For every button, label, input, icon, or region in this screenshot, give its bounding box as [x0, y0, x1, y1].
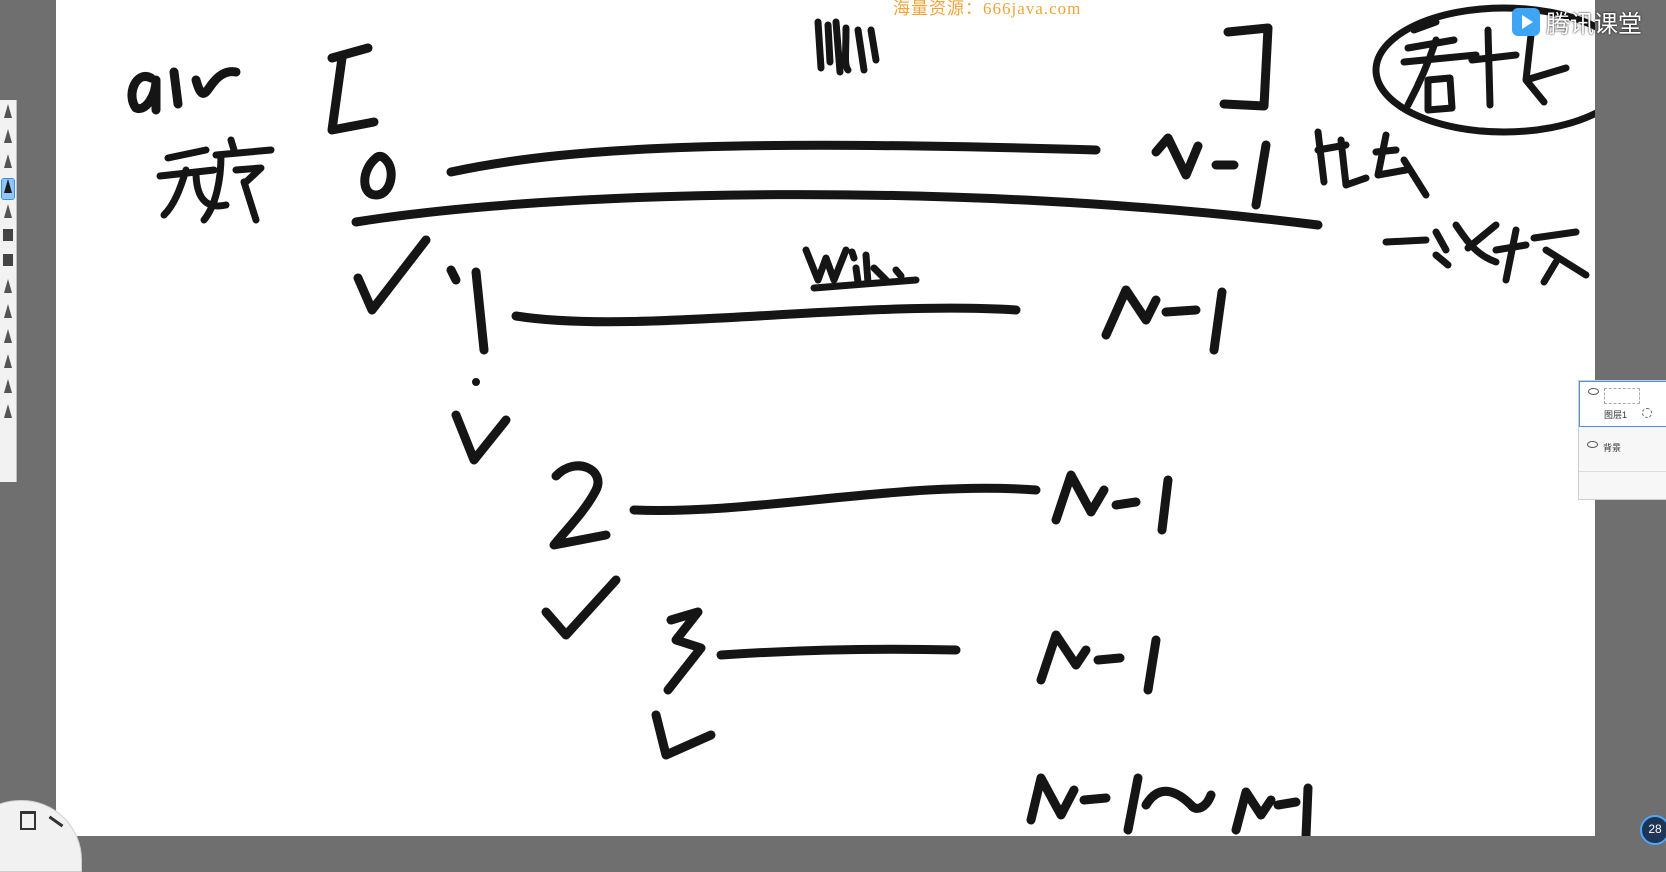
block-icon[interactable] [2, 254, 14, 274]
airbrush-icon[interactable] [2, 329, 14, 349]
layer-label: 图层1 [1604, 410, 1628, 420]
ink-arr-a [127, 72, 161, 115]
drawing-canvas[interactable] [56, 0, 1595, 836]
ink-two [549, 461, 611, 550]
layers-panel: 图层1 背景 [1578, 380, 1666, 500]
ruler-icon[interactable] [2, 404, 14, 424]
ink-right-bracket [1219, 23, 1273, 111]
ink-left-bracket [327, 43, 379, 135]
trash-icon[interactable] [20, 811, 36, 830]
brush-icon[interactable] [2, 304, 14, 324]
ink-check-3 [541, 575, 621, 640]
ink-dot [472, 378, 480, 386]
ink-min-mid [802, 246, 905, 287]
ink-n-1-range [1026, 773, 1313, 836]
pencil-icon[interactable] [1, 178, 15, 200]
ink-swap-once [1382, 221, 1590, 286]
ink-look-n-times [1400, 18, 1570, 114]
gear-icon[interactable] [1642, 408, 1652, 418]
ink-n-1-c [1051, 470, 1173, 535]
ink-unordered-2 [200, 136, 275, 224]
brush-icon[interactable] [2, 129, 14, 149]
marker-icon[interactable] [2, 204, 14, 224]
ink-three [663, 607, 706, 695]
ink-one [446, 265, 489, 355]
zoom-icon[interactable] [2, 104, 14, 124]
pen-icon[interactable] [2, 379, 14, 399]
ink-check-2 [451, 410, 511, 465]
ink-n-1-b [1101, 285, 1227, 355]
layer-row[interactable]: 背景 [1579, 427, 1666, 472]
ink-zero [360, 151, 396, 200]
brand-name: 腾讯课堂 [1546, 11, 1642, 38]
ink-range-line-1 [511, 303, 1021, 327]
ink-range-line-2 [629, 483, 1041, 515]
eye-icon[interactable] [1587, 441, 1598, 448]
ink-arr-r1 [169, 67, 183, 109]
ink-range-line-3 [716, 644, 961, 660]
ink-min-top [814, 18, 880, 76]
brand-logo: 腾讯课堂 [1512, 4, 1642, 39]
brush-icon[interactable] [2, 279, 14, 299]
ink-unordered-1 [156, 146, 230, 219]
eraser-icon[interactable] [2, 354, 14, 374]
layer-label: 背景 [1603, 443, 1622, 453]
block-icon[interactable] [2, 229, 14, 249]
page-badge: 28 [1640, 815, 1666, 845]
play-icon [1512, 7, 1540, 36]
layer-row[interactable]: 图层1 [1579, 381, 1666, 427]
eye-icon[interactable] [1588, 388, 1599, 395]
ink-range-line-0 [446, 140, 1101, 177]
ink-compare [1314, 128, 1430, 199]
layer-thumbnail [1604, 388, 1640, 404]
ink-ellipse [1372, 4, 1595, 136]
ink-n-1-a [1151, 133, 1271, 210]
ink-arr-r2 [191, 67, 241, 98]
ink-underline [351, 190, 1323, 230]
pen-icon[interactable] [2, 154, 14, 174]
tool-palette [0, 100, 17, 482]
watermark-text: 海量资源：666java.com [893, 0, 1082, 18]
ink-n-1-d [1036, 630, 1161, 695]
ink-check-1 [353, 235, 431, 315]
ink-check-4 [651, 710, 716, 760]
handwriting-layer [127, 4, 1595, 836]
ink-min-underline [810, 276, 920, 292]
